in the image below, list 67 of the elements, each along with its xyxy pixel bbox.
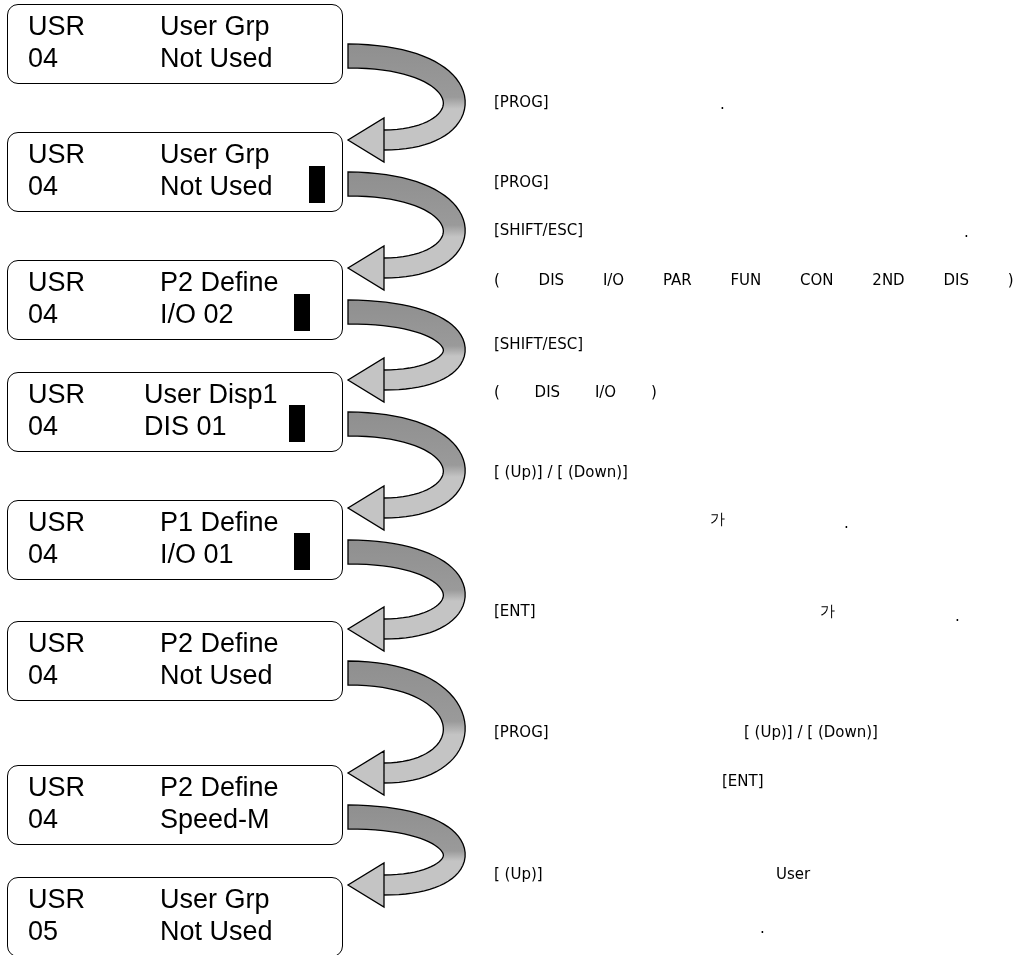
- display-code: 05: [28, 916, 59, 946]
- display-value: I/O 02: [160, 299, 234, 329]
- display-value: P2 Define: [160, 772, 279, 802]
- instruction-text: [PROG]: [494, 172, 549, 192]
- lcd-display-box: [7, 260, 343, 340]
- display-code: USR: [28, 139, 85, 169]
- instruction-text: .: [720, 94, 725, 114]
- instruction-text: [ (Up)] / [ (Down)]: [494, 462, 628, 482]
- lcd-display-box: [7, 765, 343, 845]
- display-code: 04: [28, 171, 59, 201]
- display-code: 04: [28, 660, 59, 690]
- display-value: Speed-M: [160, 804, 270, 834]
- display-value: Not Used: [160, 916, 273, 946]
- display-value: DIS 01: [144, 411, 227, 441]
- display-code: 04: [28, 43, 59, 73]
- instruction-text: [ENT]: [722, 771, 764, 791]
- curved-arrow: [346, 171, 466, 292]
- display-value: Not Used: [160, 43, 273, 73]
- display-code: USR: [28, 11, 85, 41]
- curved-arrow: [346, 43, 466, 164]
- instruction-text: User: [776, 864, 811, 884]
- display-code: USR: [28, 772, 85, 802]
- instruction-text: [SHIFT/ESC]: [494, 220, 583, 240]
- curved-arrow: [346, 299, 466, 404]
- display-code: 04: [28, 804, 59, 834]
- curved-arrow: [346, 539, 466, 653]
- instruction-text: 가: [710, 509, 725, 529]
- instruction-text: ( DIS I/O PAR FUN CON 2ND DIS ): [494, 270, 1014, 290]
- display-code: 04: [28, 411, 59, 441]
- display-code: USR: [28, 628, 85, 658]
- display-code: 04: [28, 539, 59, 569]
- display-value: User Grp: [160, 139, 270, 169]
- instruction-text: ( DIS I/O ): [494, 382, 657, 402]
- display-value: User Grp: [160, 11, 270, 41]
- display-code: USR: [28, 507, 85, 537]
- lcd-display-box: [7, 877, 343, 955]
- display-value: User Grp: [160, 884, 270, 914]
- instruction-text: .: [964, 222, 969, 242]
- instruction-text: [ENT]: [494, 601, 536, 621]
- display-code: USR: [28, 267, 85, 297]
- lcd-display-box: [7, 621, 343, 701]
- instruction-text: [ (Up)] / [ (Down)]: [744, 722, 878, 742]
- display-value: User Disp1: [144, 379, 278, 409]
- display-value: Not Used: [160, 171, 273, 201]
- display-code: USR: [28, 884, 85, 914]
- display-code: 04: [28, 299, 59, 329]
- instruction-text: [PROG]: [494, 722, 549, 742]
- lcd-display-box: [7, 500, 343, 580]
- curved-arrow: [346, 660, 466, 797]
- display-value: Not Used: [160, 660, 273, 690]
- display-value: I/O 01: [160, 539, 234, 569]
- lcd-display-box: [7, 372, 343, 452]
- curved-arrow: [346, 804, 466, 909]
- display-value: P2 Define: [160, 628, 279, 658]
- display-code: USR: [28, 379, 85, 409]
- display-value: P1 Define: [160, 507, 279, 537]
- curved-arrow: [346, 411, 466, 532]
- instruction-text: .: [760, 918, 765, 938]
- instruction-text: 가: [820, 601, 835, 621]
- instruction-text: .: [844, 513, 849, 533]
- display-value: P2 Define: [160, 267, 279, 297]
- instruction-text: [SHIFT/ESC]: [494, 334, 583, 354]
- instruction-text: .: [955, 606, 960, 626]
- instruction-text: [ (Up)]: [494, 864, 543, 884]
- lcd-display-box: [7, 132, 343, 212]
- lcd-display-box: [7, 4, 343, 84]
- instruction-text: [PROG]: [494, 92, 549, 112]
